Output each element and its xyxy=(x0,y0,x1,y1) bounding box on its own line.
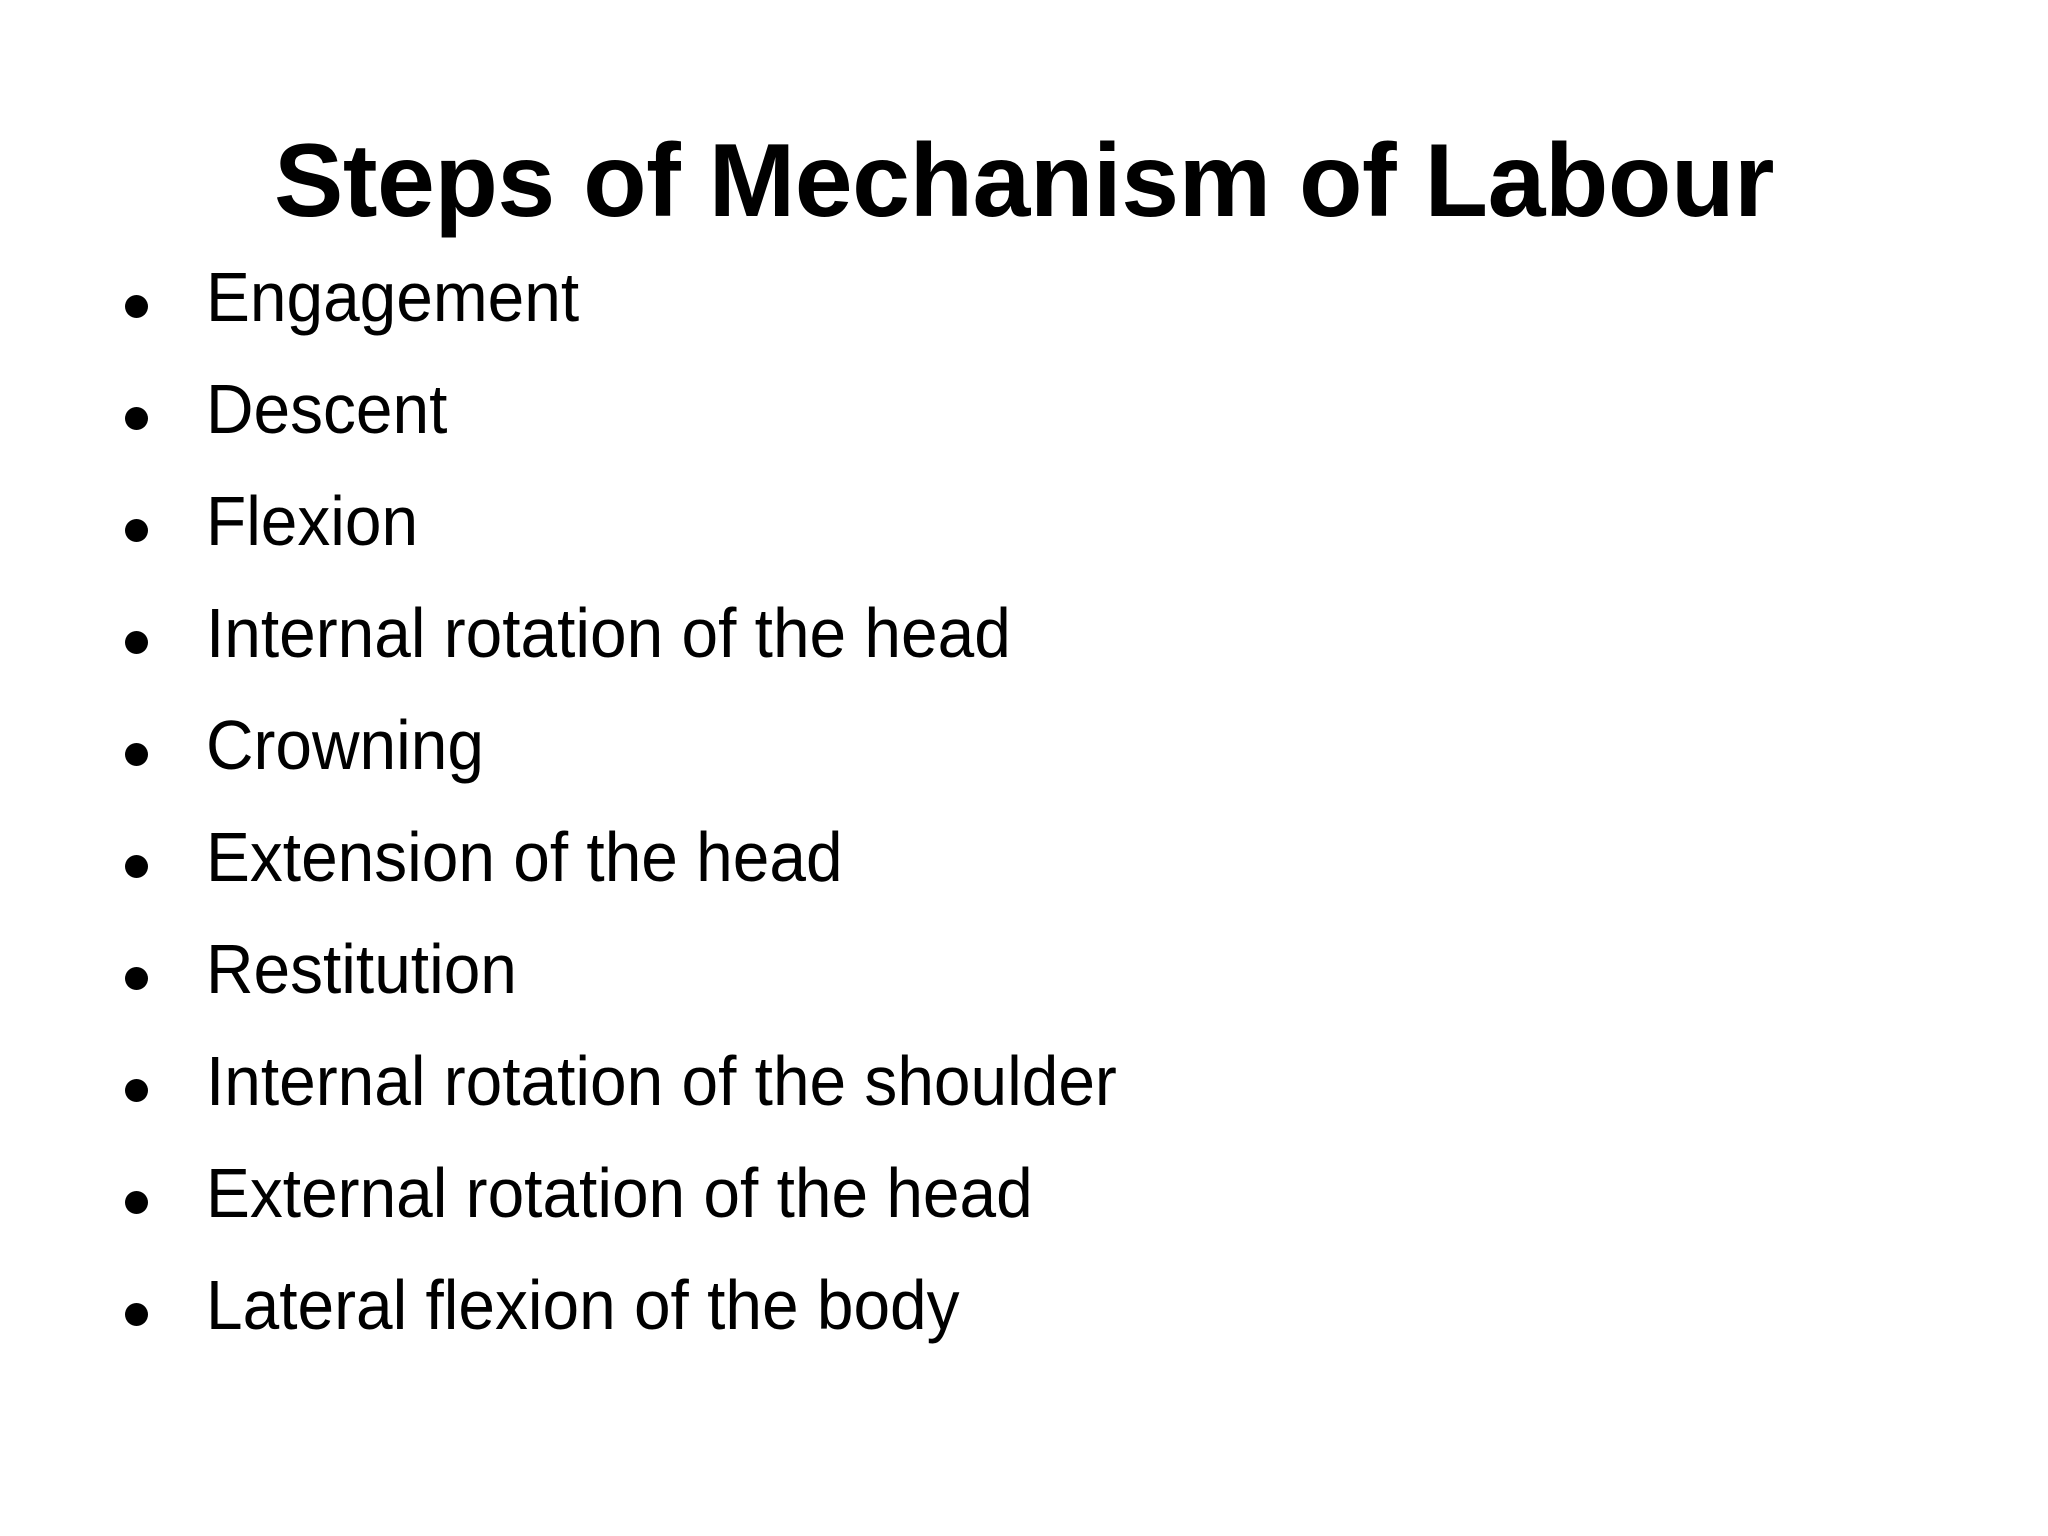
bullet-dot-icon xyxy=(125,407,148,430)
bullet-dot-icon xyxy=(125,295,148,318)
list-item-label: Restitution xyxy=(206,930,517,1008)
bullet-dot-icon xyxy=(125,1303,148,1326)
list-item-label: Engagement xyxy=(206,258,580,336)
bullet-dot-icon xyxy=(125,743,148,766)
bullet-dot-icon xyxy=(125,1191,148,1214)
bullet-dot-icon xyxy=(125,967,148,990)
list-item-label: Extension of the head xyxy=(206,818,843,896)
list-item: Crowning xyxy=(118,696,1978,808)
list-item: Engagement xyxy=(118,248,1978,360)
list-item-label: Descent xyxy=(206,370,448,448)
bullet-dot-icon xyxy=(125,519,148,542)
slide-title: Steps of Mechanism of Labour xyxy=(274,122,1774,239)
list-item: Lateral flexion of the body xyxy=(118,1256,1978,1368)
list-item: Internal rotation of the shoulder xyxy=(118,1032,1978,1144)
list-item: Flexion xyxy=(118,472,1978,584)
list-item: Internal rotation of the head xyxy=(118,584,1978,696)
list-item: External rotation of the head xyxy=(118,1144,1978,1256)
list-item-label: Crowning xyxy=(206,706,484,784)
list-item: Restitution xyxy=(118,920,1978,1032)
bullet-dot-icon xyxy=(125,631,148,654)
list-item: Descent xyxy=(118,360,1978,472)
bullet-dot-icon xyxy=(125,855,148,878)
list-item-label: Internal rotation of the shoulder xyxy=(206,1042,1117,1120)
bullet-dot-icon xyxy=(125,1079,148,1102)
list-item: Extension of the head xyxy=(118,808,1978,920)
list-item-label: Flexion xyxy=(206,482,419,560)
bullet-list: Engagement Descent Flexion Internal rota… xyxy=(118,248,1978,1368)
list-item-label: Lateral flexion of the body xyxy=(206,1266,960,1344)
list-item-label: External rotation of the head xyxy=(206,1154,1033,1232)
list-item-label: Internal rotation of the head xyxy=(206,594,1011,672)
